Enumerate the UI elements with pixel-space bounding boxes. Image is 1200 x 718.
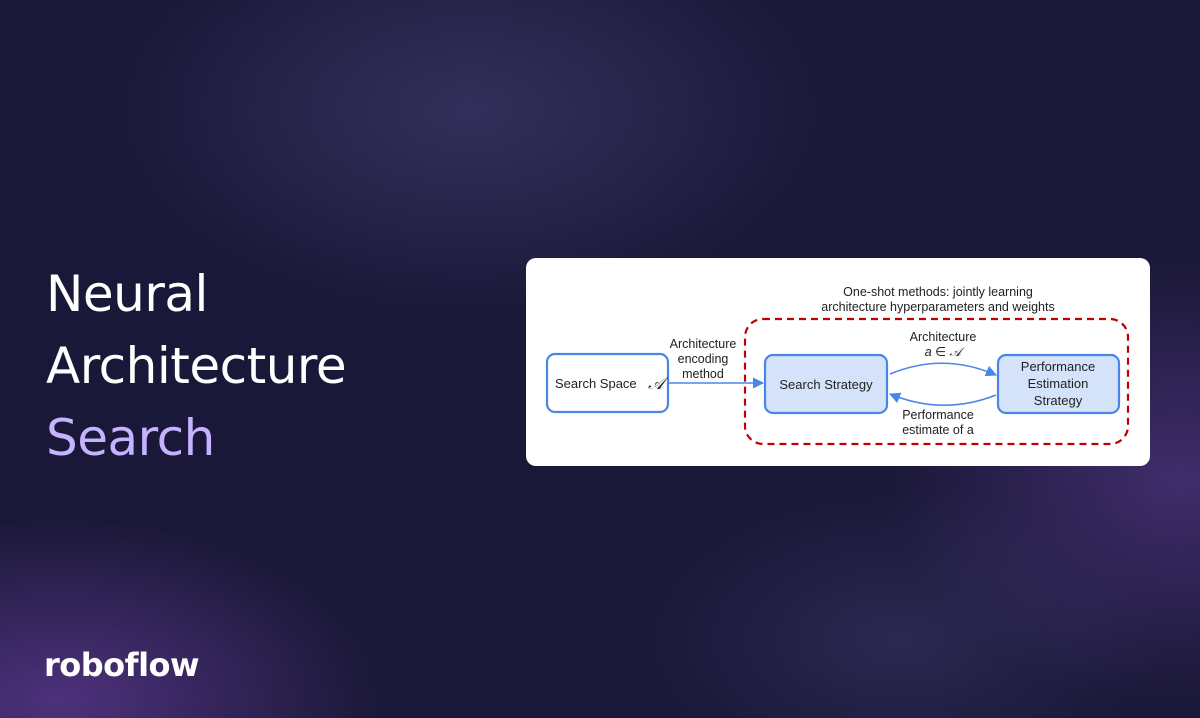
search-space-label: Search Space bbox=[555, 376, 637, 391]
architecture-arrow bbox=[889, 362, 998, 377]
title-line-1: Neural bbox=[46, 265, 208, 323]
architecture-label-line-2: a ∈ 𝒜 bbox=[925, 345, 966, 359]
search-space-node bbox=[545, 352, 670, 414]
region-label-line-1: One-shot methods: jointly learning bbox=[843, 285, 1033, 299]
encoding-label-line-1: Architecture bbox=[670, 337, 737, 351]
nas-diagram: One-shot methods: jointly learning archi… bbox=[545, 285, 1130, 446]
roboflow-logo: roboflow bbox=[44, 646, 200, 684]
diagram-card: One-shot methods: jointly learning archi… bbox=[526, 258, 1150, 466]
performance-label-line-1: Performance bbox=[902, 408, 974, 422]
region-label-line-2: architecture hyperparameters and weights bbox=[821, 300, 1054, 314]
architecture-label-line-1: Architecture bbox=[910, 330, 977, 344]
performance-estimation-line-3: Strategy bbox=[1034, 393, 1083, 408]
performance-arrow bbox=[888, 392, 997, 407]
performance-estimation-line-2: Estimation bbox=[1028, 376, 1089, 391]
title-line-3-accent: Search bbox=[46, 409, 215, 467]
search-strategy-node bbox=[763, 353, 889, 415]
title-line-2: Architecture bbox=[46, 337, 347, 395]
performance-estimation-line-1: Performance bbox=[1021, 359, 1095, 374]
encoding-label-line-2: encoding bbox=[678, 352, 729, 366]
performance-estimation-node bbox=[996, 353, 1121, 415]
search-space-symbol: 𝒜 bbox=[648, 374, 669, 393]
encoding-label-line-3: method bbox=[682, 367, 724, 381]
one-shot-region bbox=[743, 317, 1130, 446]
search-strategy-label: Search Strategy bbox=[779, 377, 873, 392]
page-title: Neural Architecture Search bbox=[46, 258, 347, 474]
performance-label-line-2: estimate of a bbox=[902, 423, 974, 437]
